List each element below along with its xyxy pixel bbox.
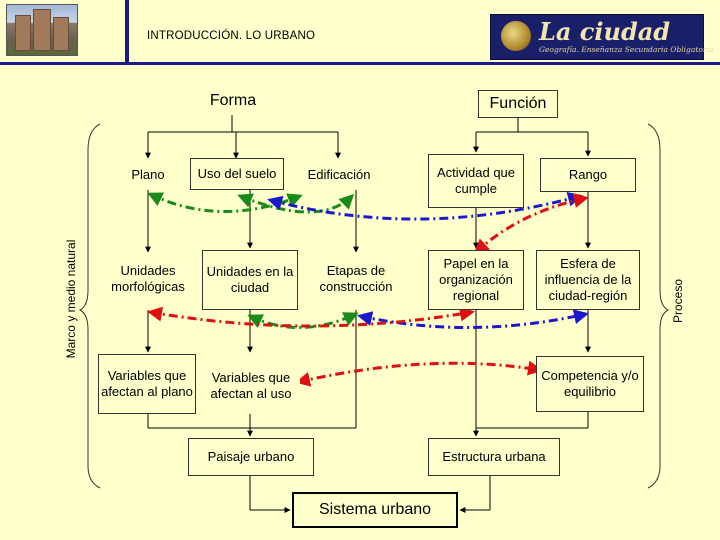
node-etapas: Etapas de construcción [308, 254, 404, 304]
node-rango: Rango [540, 158, 636, 192]
node-sistema: Sistema urbano [292, 492, 458, 528]
node-variables-uso: Variables que afectan al uso [202, 362, 300, 410]
node-unidades-morfologicas: Unidades morfológicas [100, 254, 196, 304]
node-actividad: Actividad que cumple [428, 154, 524, 208]
logo: La ciudad Geografía. Enseñanza Secundari… [490, 14, 713, 60]
node-forma: Forma [198, 88, 268, 114]
node-estructura: Estructura urbana [428, 438, 560, 476]
node-paisaje: Paisaje urbano [188, 438, 314, 476]
logo-subtitle: Geografía. Enseñanza Secundaria Obligato… [539, 45, 714, 54]
header-horizontal-divider [0, 62, 720, 65]
node-variables-plano: Variables que afectan al plano [98, 354, 196, 414]
page-title: INTRODUCCIÓN. LO URBANO [147, 30, 316, 42]
node-plano: Plano [118, 160, 178, 190]
logo-name: La ciudad [539, 17, 671, 46]
globe-icon [501, 21, 531, 51]
node-funcion: Función [478, 90, 558, 118]
node-competencia: Competencia y/o equilibrio [536, 356, 644, 412]
node-uso-suelo: Uso del suelo [190, 158, 284, 190]
side-label-right: Proceso [671, 278, 685, 324]
node-edificacion: Edificación [298, 160, 380, 190]
side-label-left: Marco y medio natural [64, 239, 78, 359]
city-photo [6, 4, 78, 56]
node-papel: Papel en la organización regional [428, 250, 524, 310]
header-vertical-divider [125, 0, 129, 62]
node-esfera: Esfera de influencia de la ciudad-región [536, 250, 640, 310]
node-unidades-ciudad: Unidades en la ciudad [202, 250, 298, 310]
